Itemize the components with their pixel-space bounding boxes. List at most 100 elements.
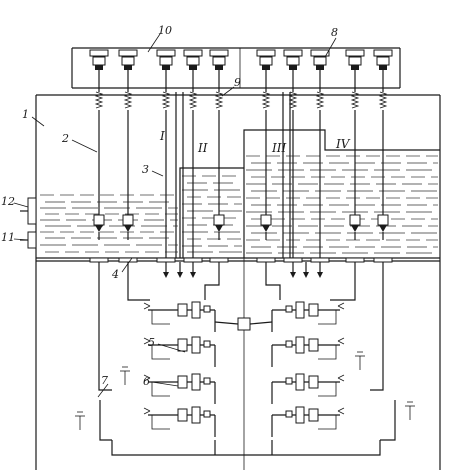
junction-right (249, 321, 273, 325)
float-tip (124, 225, 132, 232)
block-arrow (337, 407, 345, 415)
block-cap (203, 377, 211, 385)
block-body (295, 406, 305, 424)
section-iv-label: IV (335, 137, 351, 151)
block-bypass (318, 415, 337, 430)
block-valve (308, 303, 319, 317)
drive-unit (373, 49, 393, 88)
callout-4: 4 (111, 268, 119, 281)
junction-left (214, 321, 239, 325)
drive-top (209, 49, 229, 57)
section-partitions (179, 129, 440, 258)
block-arrow (143, 374, 151, 382)
callout-11: 11 (1, 231, 15, 244)
bottom-seat (118, 257, 138, 263)
drive-unit (156, 49, 176, 88)
lower-header (111, 440, 381, 456)
control-rod (213, 88, 225, 240)
rod-spring (315, 91, 325, 109)
tank-body (35, 94, 441, 470)
drive-base (316, 65, 324, 70)
float-valve (213, 214, 225, 226)
piping-network (75, 262, 415, 456)
block-arrow (337, 374, 345, 382)
rod-spring (350, 91, 360, 109)
control-block-left (143, 301, 216, 332)
callout-10: 10 (158, 24, 172, 37)
callout-3: 3 (142, 163, 149, 176)
control-block-right (271, 301, 345, 332)
callout-7: 7 (101, 374, 108, 387)
drive-top (373, 49, 393, 57)
float-valve (93, 214, 105, 226)
drive-base (124, 65, 132, 70)
block-body (191, 336, 201, 354)
drive-unit (183, 49, 203, 88)
block-body (191, 301, 201, 319)
float-valve (260, 214, 272, 226)
outlet-arrow (317, 272, 323, 278)
bottom-seat (310, 257, 330, 263)
drive-top (310, 49, 330, 57)
section-i-label: I (159, 129, 165, 143)
drive-base (289, 65, 297, 70)
rod-spring (261, 91, 271, 109)
control-rod (377, 88, 389, 240)
block-valve (177, 338, 188, 352)
drive-top (156, 49, 176, 57)
drive-base (215, 65, 223, 70)
drive-unit (209, 49, 229, 88)
float-tip (95, 225, 103, 232)
bottom-seat (156, 257, 176, 263)
drive-unit (283, 49, 303, 88)
block-bypass (151, 345, 170, 360)
block-bypass (151, 415, 170, 430)
control-rod (122, 88, 134, 240)
control-rod (161, 88, 171, 258)
block-arrow (337, 302, 345, 310)
control-block-right (271, 406, 345, 437)
float-valve (349, 214, 361, 226)
block-cap (285, 340, 293, 348)
rod-spring (188, 91, 198, 109)
callout-9: 9 (234, 76, 241, 89)
control-rod (260, 88, 272, 240)
rod-spring (123, 91, 133, 109)
float-tip (351, 225, 359, 232)
rod-spring (378, 91, 388, 109)
callout-6: 6 (143, 375, 150, 388)
block-body (295, 301, 305, 319)
control-block-right (271, 336, 345, 367)
control-rod (188, 88, 198, 258)
drive-unit (256, 49, 276, 88)
drive-motor (92, 56, 106, 66)
vent-symbol (405, 401, 415, 420)
drive-base (95, 65, 103, 70)
drive-top (183, 49, 203, 57)
block-valve (308, 408, 319, 422)
control-rod (93, 88, 105, 240)
drive-motor (313, 56, 327, 66)
drive-top (345, 49, 365, 57)
callout-1: 1 (22, 108, 29, 121)
drive-units (89, 49, 393, 88)
drive-top (256, 49, 276, 57)
riser-right-2 (370, 262, 384, 391)
drive-motor (259, 56, 273, 66)
block-bypass (151, 310, 170, 325)
block-cap (203, 410, 211, 418)
control-block-left (143, 406, 216, 437)
bottom-seat (209, 257, 229, 263)
vent-symbol (75, 411, 85, 430)
callout-2: 2 (61, 132, 69, 145)
bottom-seat (345, 257, 365, 263)
block-bypass (318, 310, 337, 325)
drive-motor (186, 56, 200, 66)
block-cap (285, 410, 293, 418)
drive-motor (376, 56, 390, 66)
leader-lines (13, 33, 337, 398)
drive-unit (89, 49, 109, 88)
block-body (295, 373, 305, 391)
block-cap (285, 305, 293, 313)
block-valve (308, 375, 319, 389)
